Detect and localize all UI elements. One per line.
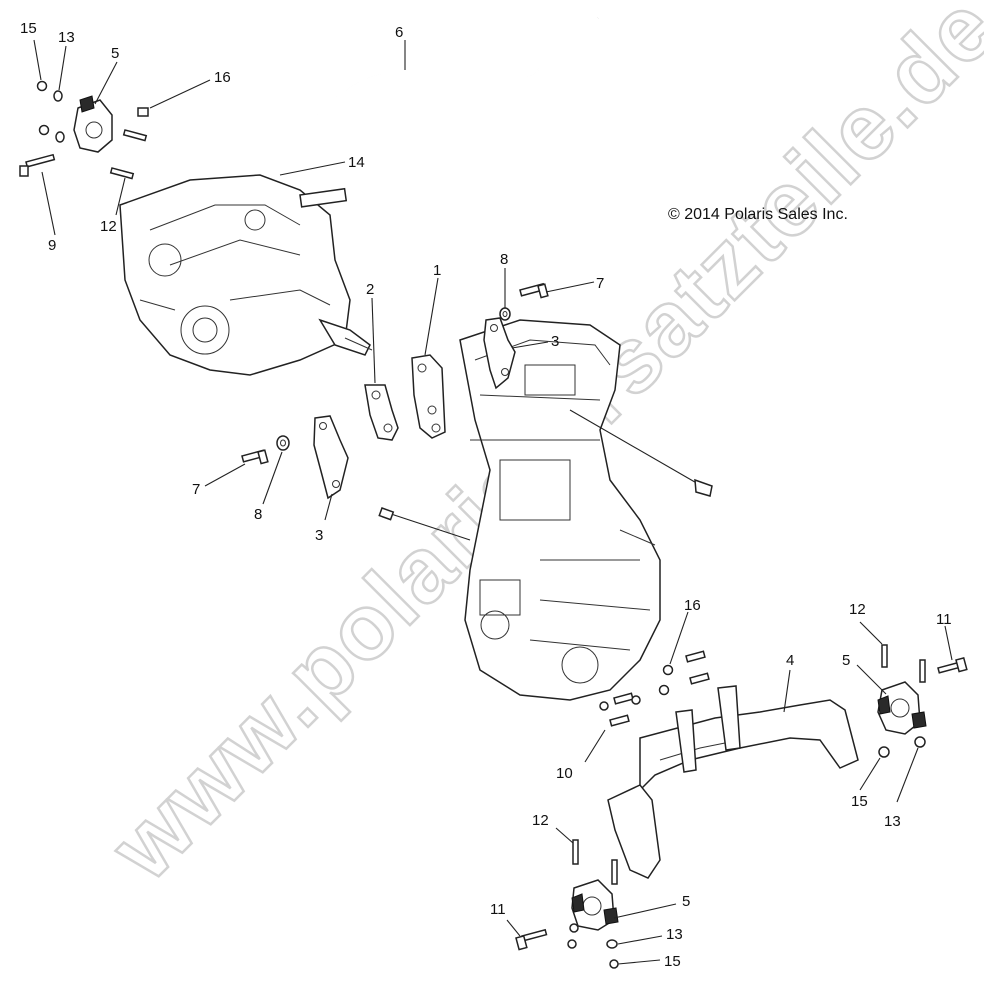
leader-lines	[33, 39, 953, 965]
bolt-12-right	[881, 644, 926, 683]
bolt-11-right	[937, 657, 968, 674]
callout-15: 15	[851, 793, 868, 810]
callout-8: 8	[500, 251, 508, 268]
nut-13-bottom	[567, 923, 619, 969]
callout-12: 12	[532, 812, 549, 829]
callout-10: 10	[556, 765, 573, 782]
mount-5-top	[73, 95, 113, 153]
callout-14: 14	[348, 154, 365, 171]
callout-16: 16	[684, 597, 701, 614]
callout-9: 9	[48, 237, 56, 254]
bracket-2	[364, 384, 399, 441]
mount-5-right	[877, 681, 927, 735]
callout-5: 5	[842, 652, 850, 669]
bolt-12-top	[109, 129, 148, 180]
callout-13: 13	[666, 926, 683, 943]
callout-15: 15	[20, 20, 37, 37]
callout-labels: 15 13 5 16 6 14 12 9 8 7 1 2 3 7 8 3 16 …	[20, 20, 952, 970]
callout-16: 16	[214, 69, 231, 86]
copyright-notice: © 2014 Polaris Sales Inc.	[668, 206, 848, 223]
callout-5: 5	[682, 893, 690, 910]
callout-3: 3	[315, 527, 323, 544]
bolt-10	[599, 692, 641, 727]
engine	[378, 319, 713, 701]
callout-7: 7	[192, 481, 200, 498]
callout-11: 11	[936, 611, 952, 628]
washer-8-upper	[499, 307, 511, 321]
bolt-7-upper	[519, 282, 549, 299]
callout-2: 2	[366, 281, 374, 298]
bracket-3-upper	[483, 317, 516, 390]
transmission	[119, 174, 373, 376]
washer-8-lower	[276, 435, 290, 451]
callout-3: 3	[551, 333, 559, 350]
nut-15-top	[36, 80, 48, 92]
callout-11: 11	[490, 901, 506, 918]
mount-5-bottom	[571, 879, 619, 931]
callout-15: 15	[664, 953, 681, 970]
washer-13-top	[53, 90, 63, 102]
callout-12: 12	[849, 601, 866, 618]
nut-13-side	[38, 124, 65, 143]
callout-7: 7	[596, 275, 604, 292]
callout-13: 13	[58, 29, 75, 46]
bracket-1	[411, 354, 446, 439]
callout-8: 8	[254, 506, 262, 523]
bolt-7-lower	[241, 449, 269, 465]
callout-13: 13	[884, 813, 901, 830]
bolt-11-bottom	[515, 928, 548, 951]
bolt-16-lower	[658, 650, 710, 696]
nut-15-right	[878, 736, 926, 758]
callout-1: 1	[433, 262, 441, 279]
callout-6: 6	[395, 24, 403, 41]
callout-4: 4	[786, 652, 794, 669]
crossmember-4	[607, 685, 859, 879]
bolt-9	[19, 153, 56, 177]
bolt-12-bottom	[572, 839, 618, 885]
bolt-16-top	[137, 107, 149, 117]
bracket-3-lower	[313, 415, 349, 500]
shift-cable	[221, 17, 599, 177]
callout-12: 12	[100, 218, 117, 235]
callout-5: 5	[111, 45, 119, 62]
